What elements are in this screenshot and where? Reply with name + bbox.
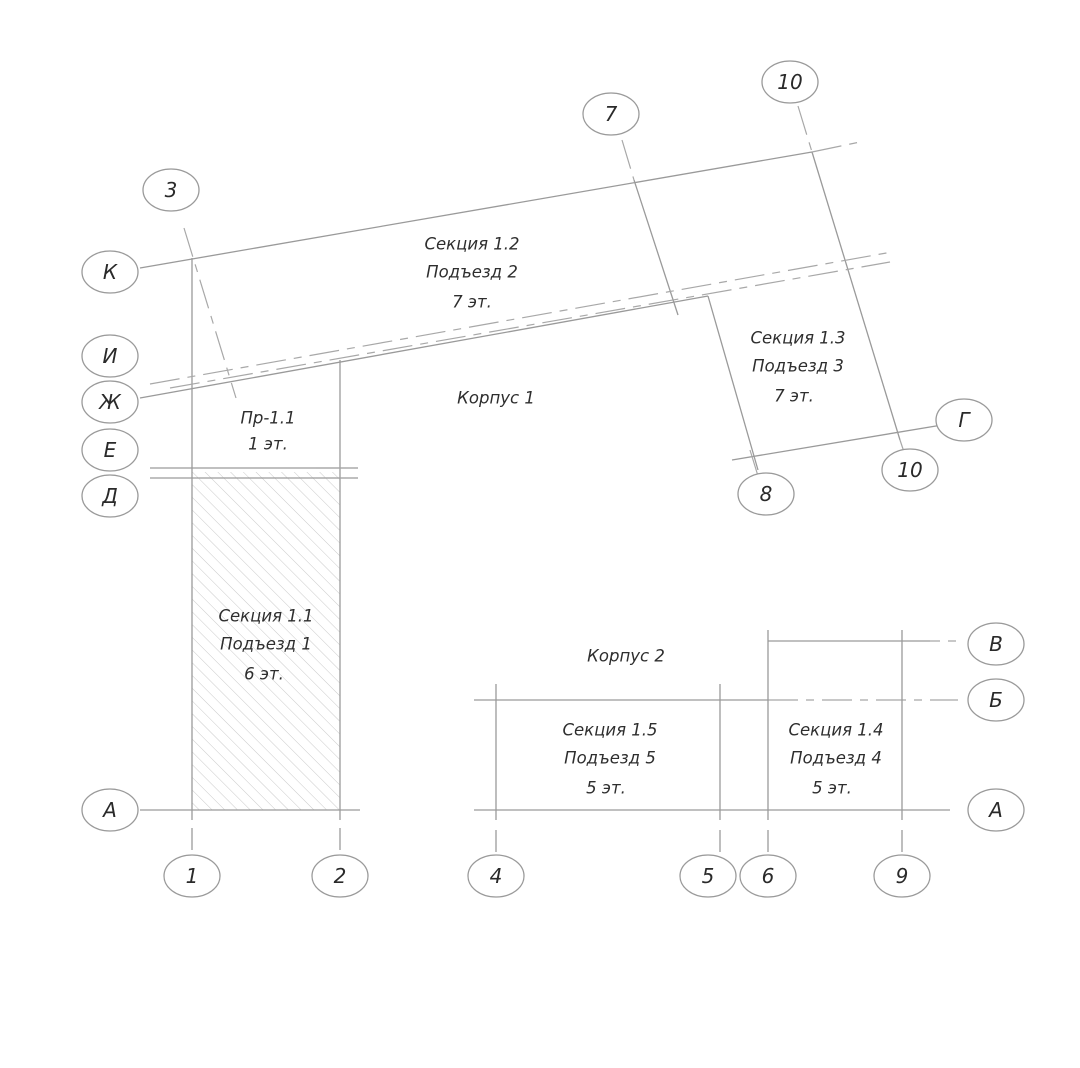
- axis-bubble-9: 9: [873, 854, 931, 898]
- axis-bubble-8: 8: [737, 472, 795, 516]
- section-1-1-entrance: Подъезд 1: [220, 635, 312, 654]
- section-1-2-name: Секция 1.2: [424, 235, 519, 254]
- section-1-2-floors: 7 эт.: [452, 293, 492, 312]
- section-1-1-name: Секция 1.1: [218, 607, 313, 626]
- axis-bubble-5: 5: [679, 854, 737, 898]
- axis-bubble-4: 4: [467, 854, 525, 898]
- section-1-5-name: Секция 1.5: [562, 721, 657, 740]
- axis-bubble-1: 1: [163, 854, 221, 898]
- dashed-axis-lines: [149, 105, 907, 479]
- axis-label-4: 4: [490, 864, 503, 888]
- section-1-5-entrance: Подъезд 5: [564, 749, 656, 768]
- korpus-2-label: Корпус 2: [587, 647, 665, 666]
- section-1-5-labels: Секция 1.5 Подъезд 5 5 эт.: [562, 721, 657, 798]
- axis-label-9: 9: [896, 864, 909, 888]
- axis-label-5: 5: [702, 864, 715, 888]
- axis-bubble-7: 7: [582, 92, 640, 136]
- axis-label-6: 6: [762, 864, 775, 888]
- axis-label-v: В: [989, 632, 1003, 656]
- axis-bubble-b: Б: [967, 678, 1025, 722]
- korpus-1-walls: [139, 151, 943, 850]
- korpus-1-label: Корпус 1: [457, 389, 535, 408]
- axis-bubble-a-left: А: [81, 788, 139, 832]
- axis-bubble-2: 2: [311, 854, 369, 898]
- axis-label-e: Е: [104, 438, 117, 462]
- axis-label-10-bottom: 10: [897, 458, 922, 482]
- section-1-3-entrance: Подъезд 3: [752, 357, 844, 376]
- axis-bubble-a-right: А: [967, 788, 1025, 832]
- section-1-1-labels: Секция 1.1 Подъезд 1 6 эт.: [218, 607, 313, 684]
- pr-1-1-floors: 1 эт.: [248, 435, 288, 454]
- section-1-1-floors: 6 эт.: [244, 665, 284, 684]
- axis-bubble-10-top: 10: [761, 60, 819, 104]
- axis-label-b: Б: [989, 688, 1003, 712]
- section-1-2-entrance: Подъезд 2: [426, 263, 518, 282]
- section-1-4-labels: Секция 1.4 Подъезд 4 5 эт.: [788, 721, 883, 798]
- section-1-4-name: Секция 1.4: [788, 721, 883, 740]
- axis-label-8: 8: [760, 482, 773, 506]
- axis-label-zh: Ж: [97, 390, 122, 414]
- axis-bubble-i: И: [81, 334, 139, 378]
- axis-label-7: 7: [605, 102, 618, 126]
- axis-bubble-k: К: [81, 250, 139, 294]
- axis-label-g: Г: [958, 408, 971, 432]
- axis-label-a-right: А: [987, 798, 1003, 822]
- axis-label-2: 2: [334, 864, 347, 888]
- axis-bubble-d: Д: [81, 474, 139, 518]
- pr-1-1-labels: Пр-1.1 1 эт.: [240, 409, 295, 454]
- axis-label-k: К: [103, 260, 118, 284]
- section-1-5-floors: 5 эт.: [586, 779, 626, 798]
- section-1-3-floors: 7 эт.: [774, 387, 814, 406]
- axis-label-1: 1: [186, 864, 199, 888]
- axis-label-i: И: [103, 344, 118, 368]
- axis-label-a-left: А: [101, 798, 117, 822]
- axis-bubble-10-bottom: 10: [881, 448, 939, 492]
- section-1-1-hatch: [192, 472, 340, 810]
- axis-bubble-6: 6: [739, 854, 797, 898]
- axis-label-d: Д: [101, 484, 118, 508]
- axis-label-10-top: 10: [777, 70, 802, 94]
- axis-label-3: 3: [165, 178, 178, 202]
- section-1-3-name: Секция 1.3: [750, 329, 845, 348]
- axis-bubble-e: Е: [81, 428, 139, 472]
- section-1-4-entrance: Подъезд 4: [790, 749, 882, 768]
- axis-bubble-g: Г: [935, 398, 993, 442]
- pr-1-1-name: Пр-1.1: [240, 409, 295, 428]
- korpus-2-walls: [474, 630, 958, 852]
- axis-bubble-zh: Ж: [81, 380, 139, 424]
- axis-bubble-3: 3: [142, 168, 200, 212]
- section-1-4-floors: 5 эт.: [812, 779, 852, 798]
- section-1-3-labels: Секция 1.3 Подъезд 3 7 эт.: [750, 329, 845, 406]
- section-1-2-labels: Секция 1.2 Подъезд 2 7 эт.: [424, 235, 519, 312]
- axis-bubble-v: В: [967, 622, 1025, 666]
